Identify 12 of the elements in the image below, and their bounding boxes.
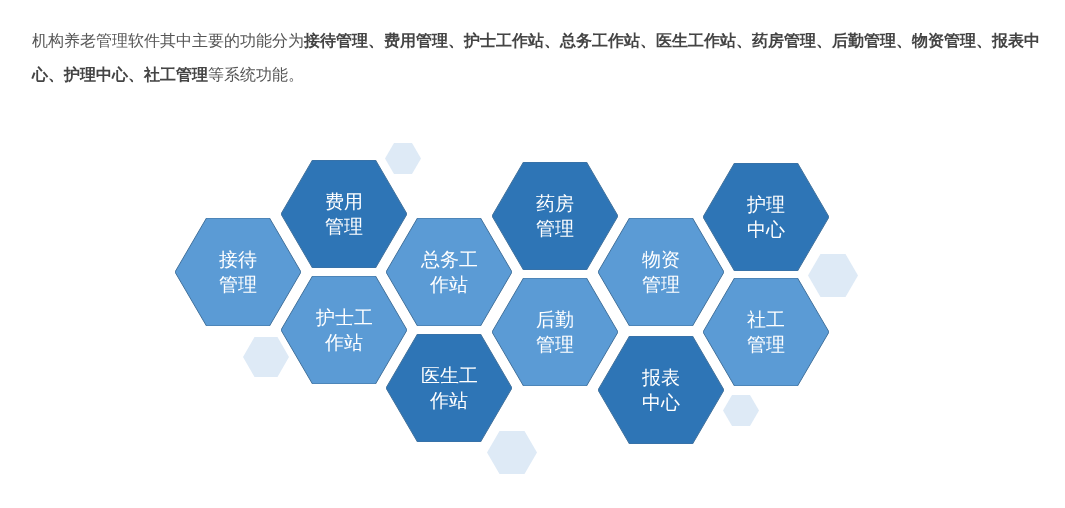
- intro-paragraph: 机构养老管理软件其中主要的功能分为接待管理、费用管理、护士工作站、总务工作站、医生工作站、药房管理、后勤管理、物资管理、报表中心、护理中心、社工管理等系统功能。: [32, 30, 1041, 86]
- hexagon-label: 费用管理: [324, 189, 364, 239]
- hexagon-label: 总务工作站: [419, 247, 479, 297]
- hexagon-label: 报表中心: [641, 365, 681, 415]
- hexagon-label: 后勤管理: [535, 307, 575, 357]
- hexagon-label: 物资管理: [641, 247, 681, 297]
- hexagon-label: 护士工作站: [314, 305, 374, 355]
- hexagon-label: 社工管理: [746, 307, 786, 357]
- hexagon-label: 医生工作站: [419, 363, 479, 413]
- hexagon-label: 接待管理: [218, 247, 258, 297]
- hexagon-label: 药房管理: [535, 191, 575, 241]
- hexagon-label: 护理中心: [746, 192, 786, 242]
